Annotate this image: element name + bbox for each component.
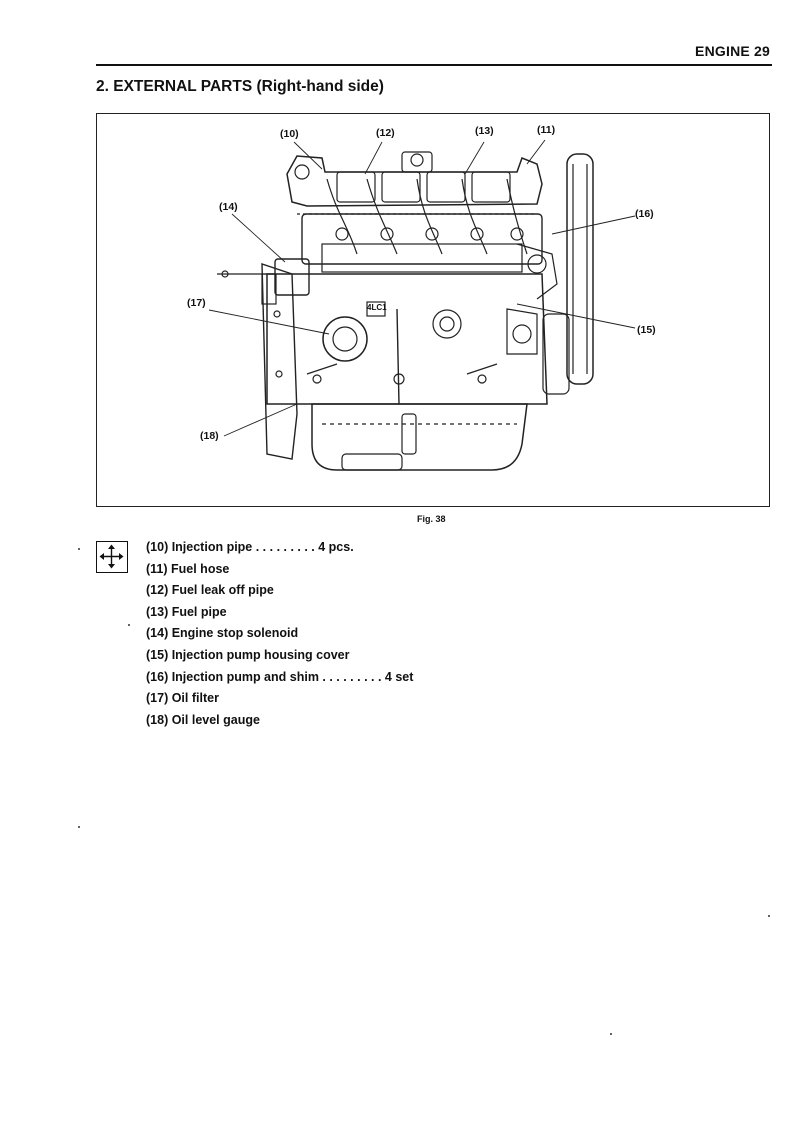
fan-pulley [542,153,594,395]
engine-illustration [208,139,636,471]
callout-18: (18) [200,430,219,442]
legend-item: (17) Oil filter [146,691,219,706]
legend-item: (10) Injection pipe . . . . . . . . . 4 … [146,540,354,554]
page-header: ENGINE 29 [96,30,772,66]
legend-item: (12) Fuel leak off pipe [146,583,274,598]
figure-frame: (10) (12) (13) (11) (14) (16) (17) (15) … [96,113,770,507]
four-way-arrows-icon [96,541,128,573]
callout-14: (14) [219,201,238,213]
scan-speck [78,826,80,828]
callout-12: (12) [376,127,395,139]
scan-speck [128,624,130,626]
legend-item: (13) Fuel pipe [146,604,227,619]
engine-block [266,273,548,405]
legend-item: (14) Engine stop solenoid [146,626,299,641]
injection-pump [301,213,558,300]
figure-caption: Fig. 38 [417,514,446,524]
legend-item: (18) Oil level gauge [146,712,260,727]
leader-lines [208,139,636,437]
oil-pan [311,403,528,471]
callout-13: (13) [475,125,494,137]
scan-speck [610,1033,612,1035]
callout-16: (16) [635,208,654,220]
injection-pipes [297,178,537,255]
engine-plate-label: 4LC1 [367,303,387,312]
legend-item: (15) Injection pump housing cover [146,647,350,662]
callout-10: (10) [280,128,299,140]
section-title: 2. EXTERNAL PARTS (Right-hand side) [96,78,384,95]
legend-item: (11) Fuel hose [146,561,230,576]
callout-17: (17) [187,297,206,309]
cylinder-head [286,151,543,207]
callout-15: (15) [637,324,656,336]
scan-speck [78,548,80,550]
page-header-text: ENGINE 29 [695,43,770,59]
legend-item: (16) Injection pump and shim . . . . . .… [146,669,414,684]
flywheel-housing [261,263,298,460]
parts-legend: (10) Injection pipe . . . . . . . . . 4 … [146,537,413,731]
callout-11: (11) [537,124,556,136]
scan-speck [768,915,770,917]
